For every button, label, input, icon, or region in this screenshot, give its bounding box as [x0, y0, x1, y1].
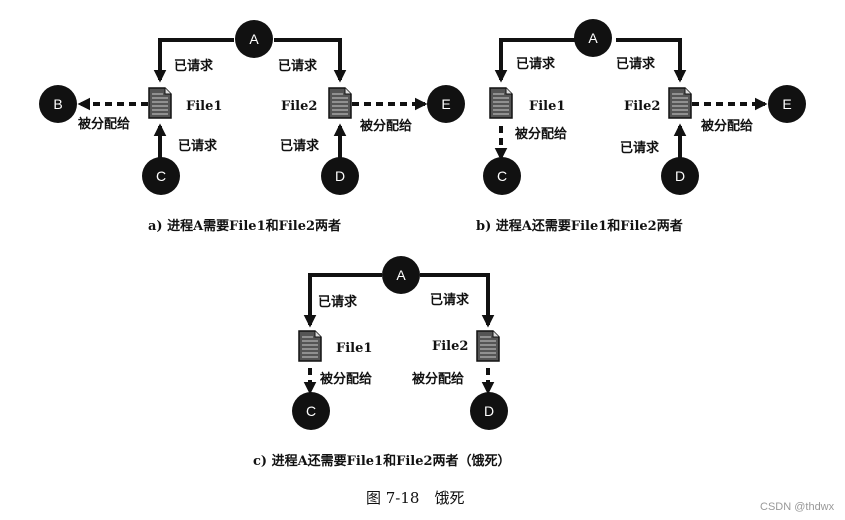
document-icon: [476, 330, 500, 362]
diagram-caption: c) 进程A还需要File1和File2两者（饿死）: [253, 453, 511, 469]
edge-a-to-file2: [274, 38, 347, 83]
document-icon: [489, 87, 513, 119]
diagram-caption: a) 进程A需要File1和File2两者: [148, 218, 341, 234]
process-node-d: D: [470, 392, 508, 430]
edge-label: 已请求: [516, 56, 556, 72]
document-icon: [328, 87, 352, 119]
process-node-c: C: [142, 157, 180, 195]
process-node-a: A: [382, 256, 420, 294]
process-node-c: C: [292, 392, 330, 430]
svg-text:C: C: [306, 403, 316, 419]
edge-a-to-file1: [494, 38, 576, 83]
file-label: File2: [624, 99, 660, 114]
svg-text:D: D: [484, 403, 494, 419]
figure-title: 图 7-18 饿死: [366, 489, 464, 507]
svg-text:E: E: [441, 96, 450, 112]
file-label: File2: [281, 99, 317, 114]
diagram-a: A B C D E 已请求 已请求 被分配给 已请求 已请求 被分配给 File…: [39, 20, 465, 234]
edge-a-to-file1: [153, 38, 234, 83]
file-label: File1: [529, 99, 565, 114]
process-node-e: E: [768, 85, 806, 123]
edge-label: 已请求: [430, 292, 470, 308]
file-label: File1: [186, 99, 222, 114]
file-label: File2: [432, 339, 468, 354]
process-node-e: E: [427, 85, 465, 123]
edge-label: 已请求: [174, 58, 214, 74]
edge-a-to-file2: [420, 273, 495, 328]
edge-label: 已请求: [616, 56, 656, 72]
edge-label: 被分配给: [319, 371, 372, 387]
svg-text:C: C: [497, 168, 507, 184]
edge-label: 被分配给: [77, 116, 130, 132]
process-node-d: D: [321, 157, 359, 195]
edge-label: 被分配给: [411, 371, 464, 387]
svg-text:D: D: [335, 168, 345, 184]
watermark: CSDN @thdwx: [760, 501, 835, 513]
process-node-c: C: [483, 157, 521, 195]
edge-label: 已请求: [178, 138, 218, 154]
diagram-caption: b) 进程A还需要File1和File2两者: [476, 218, 683, 234]
edge-label: 已请求: [278, 58, 318, 74]
edge-a-to-file1: [303, 273, 382, 328]
edge-label: 被分配给: [514, 126, 567, 142]
diagram-b: A C D E 已请求 已请求 被分配给 已请求 被分配给 File1 File…: [476, 19, 806, 234]
document-icon: [298, 330, 322, 362]
document-icon: [668, 87, 692, 119]
process-node-d: D: [661, 157, 699, 195]
edge-label: 已请求: [620, 140, 660, 156]
process-node-b: B: [39, 85, 77, 123]
edge-label: 已请求: [280, 138, 320, 154]
svg-text:E: E: [782, 96, 791, 112]
file-label: File1: [336, 341, 372, 356]
edge-label: 被分配给: [700, 118, 753, 134]
svg-text:A: A: [396, 267, 406, 283]
diagram-c: A C D 已请求 已请求 被分配给 被分配给 File1 File2 c) 进…: [253, 256, 511, 469]
svg-text:B: B: [53, 96, 62, 112]
edge-label: 被分配给: [359, 118, 412, 134]
svg-text:A: A: [249, 31, 259, 47]
svg-text:D: D: [675, 168, 685, 184]
svg-text:A: A: [588, 30, 598, 46]
document-icon: [148, 87, 172, 119]
process-node-a: A: [235, 20, 273, 58]
process-node-a: A: [574, 19, 612, 57]
svg-text:C: C: [156, 168, 166, 184]
edge-label: 已请求: [318, 294, 358, 310]
edge-a-to-file2: [616, 38, 687, 83]
